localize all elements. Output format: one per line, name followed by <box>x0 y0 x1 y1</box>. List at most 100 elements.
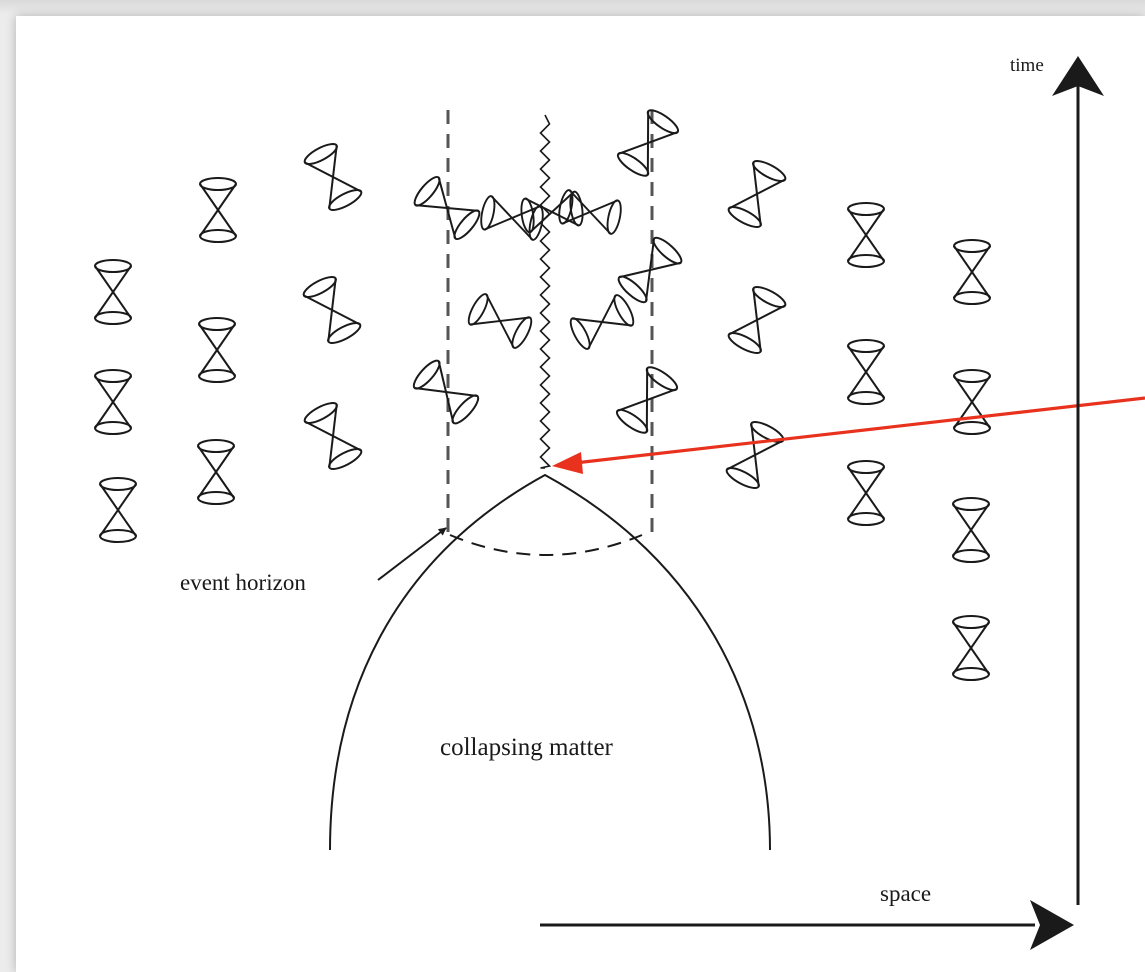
space-label: space <box>880 881 931 906</box>
light-cone-rim <box>199 177 237 191</box>
light-cone <box>847 339 885 405</box>
light-cone <box>725 421 785 489</box>
light-cone <box>480 195 544 241</box>
event-horizon-arc <box>449 534 643 556</box>
light-cone-edge <box>953 245 991 299</box>
light-cone-edge <box>197 445 235 499</box>
light-cone-edge <box>485 293 515 349</box>
light-cone <box>727 286 787 354</box>
light-cone-rim <box>94 421 132 435</box>
light-cone-edge <box>327 278 337 342</box>
light-cone-edge <box>568 189 612 235</box>
light-cone-rim <box>198 317 236 331</box>
light-cone <box>952 497 990 563</box>
light-cone-edge <box>847 345 885 399</box>
light-cone-rim <box>199 229 237 243</box>
light-cone <box>727 160 787 228</box>
light-cone <box>199 177 237 243</box>
light-cone <box>467 293 533 349</box>
light-cone-edge <box>572 317 632 327</box>
light-cone-rim <box>197 491 235 505</box>
light-cone-edge <box>952 621 990 675</box>
light-cone-rim <box>569 317 591 350</box>
light-cone-edge <box>94 265 132 319</box>
light-cone <box>413 175 481 241</box>
light-cone-edge <box>952 503 990 557</box>
light-cone-rim <box>94 311 132 325</box>
light-cone-rim <box>511 316 533 349</box>
singularity-wavy-line <box>539 114 552 469</box>
light-cone-rim <box>99 477 137 491</box>
light-cone-rim <box>198 369 236 383</box>
light-cone-edge <box>726 439 784 471</box>
light-cone-edge <box>99 483 137 537</box>
singularity-pointer-shaft <box>574 396 1145 465</box>
event-horizon-pointer-arrow <box>377 527 447 581</box>
light-cone <box>558 189 622 235</box>
time-axis-arrowhead <box>1052 56 1104 96</box>
light-cone-rim <box>847 202 885 216</box>
space-axis-arrowhead <box>1030 900 1074 950</box>
light-cone <box>952 615 990 681</box>
light-cone <box>197 439 235 505</box>
light-cone-edge <box>199 183 237 237</box>
light-cone-edge <box>847 466 885 520</box>
collapsing-matter-boundary <box>329 473 771 851</box>
light-cone-rim <box>952 497 990 511</box>
singularity-pointer-head <box>552 452 583 474</box>
light-cone-edge <box>617 131 679 155</box>
light-cone-rim <box>453 209 481 241</box>
light-cone-rim <box>94 259 132 273</box>
light-cone <box>302 276 362 344</box>
light-cone-edge <box>618 261 682 279</box>
light-cone-edge <box>94 375 132 429</box>
light-cone <box>412 359 480 425</box>
light-cone-rim <box>953 291 991 305</box>
light-cone-rim <box>413 175 441 207</box>
light-cone-rim <box>953 421 991 435</box>
light-cone <box>847 460 885 526</box>
light-cone-rim <box>952 667 990 681</box>
light-cone <box>953 369 991 435</box>
light-cone-rim <box>847 254 885 268</box>
light-cone-rim <box>953 369 991 383</box>
light-cone-rim <box>197 439 235 453</box>
light-cones <box>94 109 991 681</box>
event-horizon-label: event horizon <box>180 570 306 595</box>
light-cone-rim <box>613 294 635 327</box>
light-cone-edge <box>728 304 786 336</box>
light-cone <box>616 109 680 177</box>
light-cone <box>303 402 363 470</box>
light-cone-rim <box>847 512 885 526</box>
light-cone <box>953 239 991 305</box>
light-cone-edge <box>437 177 457 239</box>
light-cone <box>615 366 679 434</box>
light-cone <box>569 294 635 350</box>
light-cone <box>198 317 236 383</box>
light-cone-rim <box>847 339 885 353</box>
light-cone-rim <box>99 529 137 543</box>
light-cone <box>94 369 132 435</box>
light-cone-rim <box>847 460 885 474</box>
light-cone <box>847 202 885 268</box>
light-cone-edge <box>616 388 678 412</box>
light-cone-rim <box>952 549 990 563</box>
light-cone-rim <box>952 615 990 629</box>
light-cone-edge <box>437 360 455 424</box>
light-cone-edge <box>328 145 338 209</box>
light-cone-rim <box>94 369 132 383</box>
collapsing-matter-label: collapsing matter <box>440 734 614 761</box>
light-cone-rim <box>451 394 480 425</box>
light-cone-edge <box>490 195 534 241</box>
light-cone <box>99 477 137 543</box>
time-label: time <box>1010 55 1044 76</box>
light-cone-rim <box>412 359 441 390</box>
light-cone-rim <box>847 391 885 405</box>
light-cone-edge <box>328 404 338 468</box>
light-cone-edge <box>847 208 885 262</box>
light-cone-edge <box>728 178 786 210</box>
light-cone <box>94 259 132 325</box>
light-cone-edge <box>198 323 236 377</box>
